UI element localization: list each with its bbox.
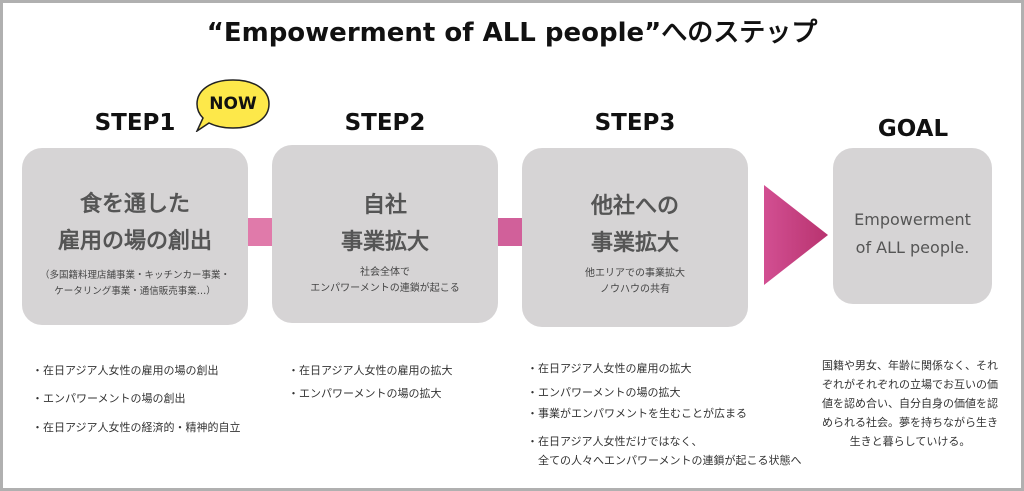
step1-note-line1: （多国籍料理店舗事業・キッチンカー事業・	[39, 270, 230, 281]
bullet: ・在日アジア人女性の雇用の拡大	[288, 364, 453, 377]
goal-heading-line1: Empowerment	[854, 210, 971, 229]
step1-box: 食を通した 雇用の場の創出 （多国籍料理店舗事業・キッチンカー事業・ ケータリン…	[22, 148, 248, 325]
step3-note-line2: ノウハウの共有	[600, 284, 670, 295]
step3-heading-line2: 事業拡大	[590, 231, 679, 256]
goal-box: Empowerment of ALL people.	[833, 148, 992, 304]
step2-note-line2: エンパワーメントの連鎖が起こる	[310, 283, 460, 294]
goal-description-line: ぞれがそれぞれの立場でお互いの価	[822, 378, 998, 391]
goal-description-line: 生きと暮らしていける。	[849, 435, 971, 448]
bullet: ・在日アジア人女性の経済的・精神的自立	[32, 421, 241, 434]
goal-description-line: 値を認め合い、自分自身の価値を認	[822, 397, 998, 410]
bullet: ・在日アジア人女性の雇用の拡大	[527, 362, 692, 375]
goal-label: GOAL	[877, 116, 949, 142]
connector-1	[248, 218, 272, 246]
bullet: ・エンパワーメントの場の創出	[32, 392, 186, 405]
step1-heading-line1: 食を通した	[79, 192, 190, 217]
now-badge-label: NOW	[209, 94, 257, 114]
step1-heading-line2: 雇用の場の創出	[57, 229, 212, 254]
bullet: 全ての人々へエンパワーメントの連鎖が起こる状態へ	[527, 454, 802, 467]
bullet: ・エンパワーメントの場の拡大	[527, 386, 681, 399]
arrow-to-goal-icon	[764, 185, 828, 285]
page-title: “Empowerment of ALL people”へのステップ	[206, 18, 818, 48]
step2-heading-line2: 事業拡大	[340, 230, 429, 255]
goal-description-line: められる社会。夢を持ちながら生き	[822, 416, 998, 429]
step3-note-line1: 他エリアでの事業拡大	[585, 268, 685, 279]
step3-label: STEP3	[594, 110, 676, 136]
step2-heading-line1: 自社	[362, 193, 407, 218]
bullet: ・在日アジア人女性の雇用の場の創出	[32, 364, 219, 377]
now-speech-bubble	[195, 79, 270, 132]
step3-heading-line1: 他社への	[590, 194, 679, 219]
goal-heading-line2: of ALL people.	[855, 238, 970, 257]
bullet: ・事業がエンパワメントを生むことが広まる	[527, 407, 747, 420]
goal-description-line: 国籍や男女、年齢に関係なく、それ	[822, 359, 998, 372]
step1-label: STEP1	[94, 110, 176, 136]
bullet: ・エンパワーメントの場の拡大	[288, 387, 442, 400]
goal-description: 国籍や男女、年齢に関係なく、それ ぞれがそれぞれの立場でお互いの価 値を認め合い…	[800, 356, 1020, 451]
step2-note-line1: 社会全体で	[360, 267, 410, 278]
bullet: ・在日アジア人女性だけではなく、	[527, 435, 703, 448]
step1-note-line2: ケータリング事業・通信販売事業…）	[54, 286, 216, 297]
connector-2	[498, 218, 522, 246]
step3-box: 他社への 事業拡大 他エリアでの事業拡大 ノウハウの共有	[522, 148, 748, 327]
step2-label: STEP2	[344, 110, 426, 136]
step2-box: 自社 事業拡大 社会全体で エンパワーメントの連鎖が起こる	[272, 145, 498, 323]
